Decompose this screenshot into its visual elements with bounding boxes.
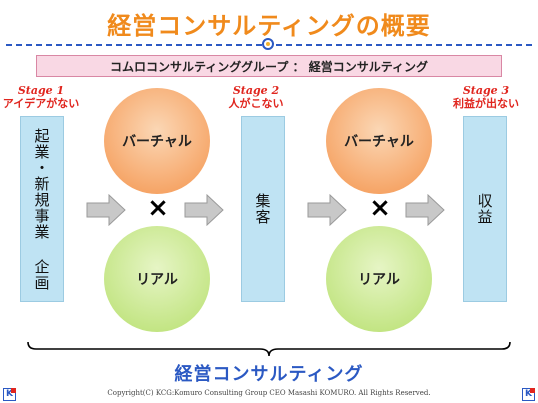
stage-3-problem: 利益が出ない <box>453 97 519 110</box>
bottom-title: 経営コンサルティング <box>174 364 364 385</box>
stage-1-problem: アイデアがない <box>2 97 80 110</box>
stage-1-label: Stage 1 アイデアがない <box>2 84 80 110</box>
curly-brace-icon <box>27 341 511 357</box>
right-arrow-icon <box>184 194 224 226</box>
stage-2-label: Stage 2 人がこない <box>224 84 288 110</box>
right-arrow-icon <box>86 194 126 226</box>
cross-icon: × <box>147 193 169 223</box>
right-arrow-icon <box>307 194 347 226</box>
stage-1-name: Stage 1 <box>17 84 65 97</box>
right-arrow-icon <box>405 194 445 226</box>
stage-2-problem: 人がこない <box>228 97 284 110</box>
stage-2-name: Stage 2 <box>232 84 280 97</box>
virtual-circle-1: バーチャル <box>104 88 210 194</box>
stage-3-box: 収益 <box>463 116 507 302</box>
stage-3-label: Stage 3 利益が出ない <box>444 84 528 110</box>
stage-2-box: 集客 <box>241 116 285 302</box>
kcg-logo-icon: K <box>522 388 535 401</box>
copyright-text: Copyright(C) KCG:Komuro Consulting Group… <box>107 389 431 397</box>
page-title: 経営コンサルティングの概要 <box>107 12 431 40</box>
divider-ornament-icon <box>262 38 274 50</box>
cross-icon: × <box>369 193 391 223</box>
stage-1-box: 起業・新規事業 企画 <box>20 116 64 302</box>
real-circle-1: リアル <box>104 226 210 332</box>
real-circle-2: リアル <box>326 226 432 332</box>
virtual-circle-2: バーチャル <box>326 88 432 194</box>
stage-3-name: Stage 3 <box>462 84 510 97</box>
kcg-logo-icon: K <box>3 388 16 401</box>
group-banner: コムロコンサルティンググループ ： 経営コンサルティング <box>36 55 502 77</box>
